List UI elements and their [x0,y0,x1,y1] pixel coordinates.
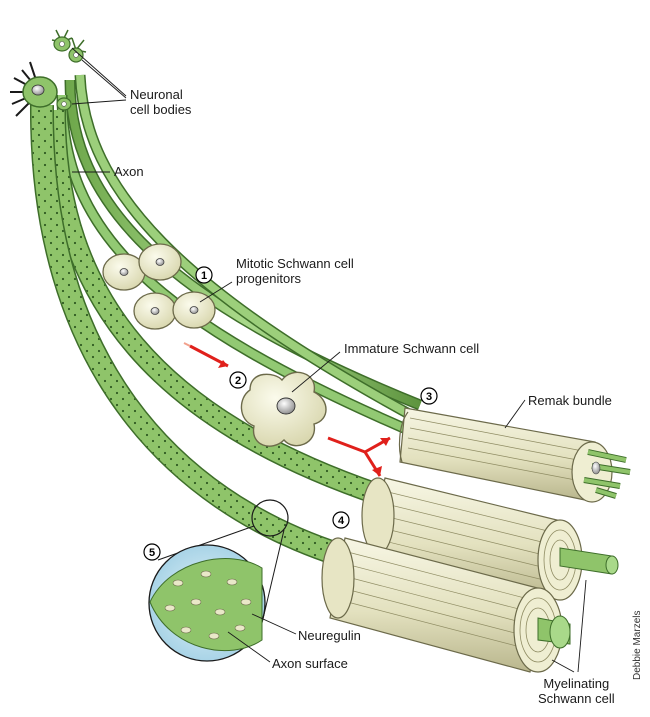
progenitor-cell [133,292,177,330]
remak-bundle [398,407,631,503]
label-line: Myelinating [543,676,610,691]
svg-text:2: 2 [235,375,241,387]
mitotic-progenitors [102,243,216,330]
transition-arrows [183,342,391,477]
step-4-marker: 4 [332,511,350,529]
artist-credit: Debbie Marzels [632,610,643,680]
neuron-small-1 [51,29,73,52]
label-line: Mitotic Schwann cell [236,256,354,271]
svg-text:4: 4 [338,515,345,527]
step-2-marker: 2 [229,371,247,389]
label-immature-schwann-cell: Immature Schwann cell [344,341,480,356]
label-line: progenitors [236,271,302,286]
axon-remak-2 [74,74,423,425]
svg-text:1: 1 [201,270,207,282]
label-axon-surface: Axon surface [272,656,348,671]
svg-text:5: 5 [149,547,155,559]
neuron-small-2 [68,37,87,63]
leader-lines [71,47,587,673]
step-3-marker: 3 [420,387,438,405]
label-neuronal-cell-bodies: Neuronal cell bodies [130,87,191,117]
step-5-marker: 5 [143,543,161,561]
label-remak-bundle: Remak bundle [528,393,612,408]
neuronal-cell-bodies [10,29,87,117]
progenitor-cell [172,291,216,329]
step-1-marker: 1 [195,266,213,284]
axon-bundle [29,74,423,567]
arrow-immature-branch [327,436,366,454]
progenitor-cell [138,243,182,281]
axon-surface-inset [148,499,289,662]
label-mitotic-progenitors: Mitotic Schwann cell progenitors [236,256,354,286]
myelinating-schwann-cell-1 [361,477,619,601]
label-line: Neuronal [130,87,183,102]
svg-text:3: 3 [426,391,432,403]
neuron-small-3 [56,97,72,111]
label-neuregulin: Neuregulin [298,628,361,643]
label-axon: Axon [114,164,144,179]
myelinating-schwann-cell-2 [321,537,571,673]
axon-remak-1 [64,79,423,411]
label-line: Schwann cell [538,691,615,706]
neuron-large [10,61,58,117]
label-line: cell bodies [130,102,192,117]
label-myelinating-schwann-cell: Myelinating Schwann cell [538,676,615,706]
step-markers: 1 2 3 4 5 [143,266,438,561]
progenitor-cell [102,253,146,291]
immature-schwann-cell [240,371,327,447]
